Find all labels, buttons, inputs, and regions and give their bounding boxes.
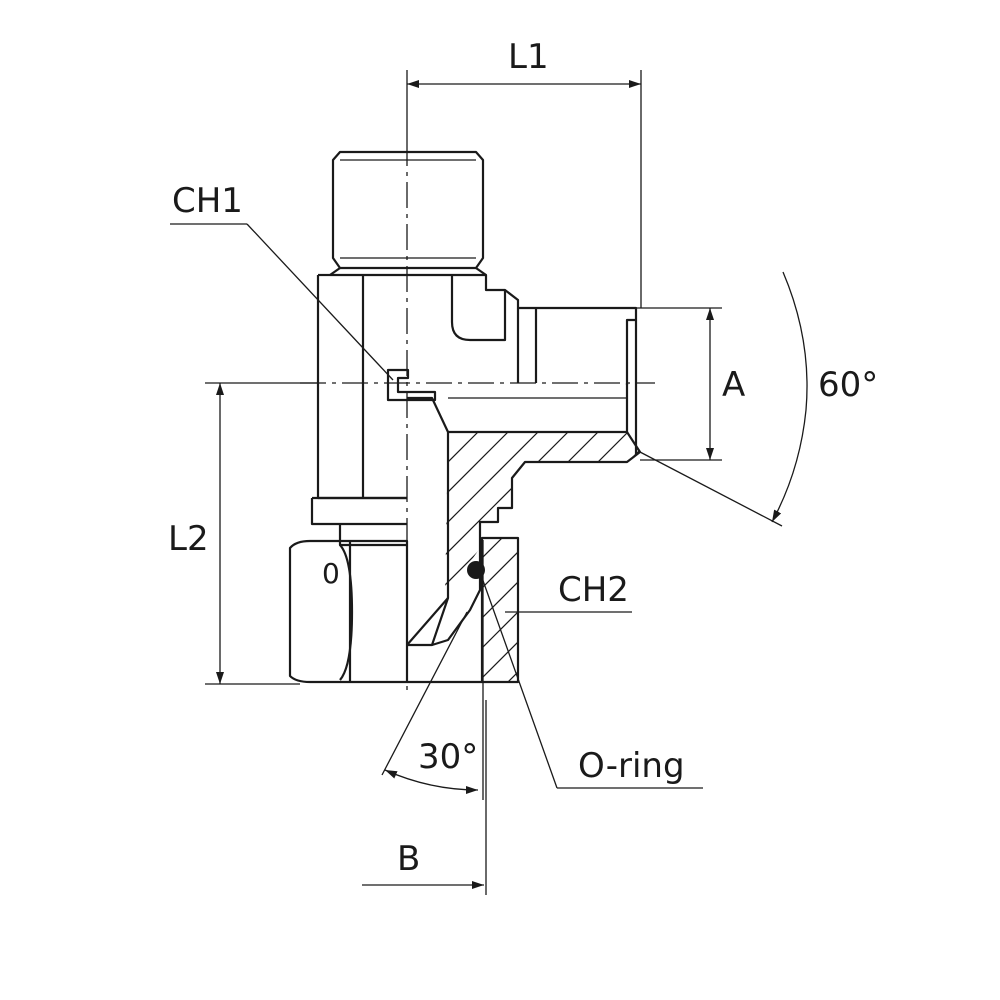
label-30-deg: 30° (418, 737, 478, 777)
label-o-ring: O-ring (578, 746, 685, 786)
dim-l2: L2 (168, 382, 318, 685)
o-ring-seal (467, 561, 485, 579)
label-60-deg: 60° (818, 365, 878, 405)
ch2-callout: CH2 (505, 570, 632, 613)
label-ch1: CH1 (172, 181, 243, 221)
angle-30: 30° (381, 540, 484, 800)
top-threaded-stud (329, 150, 487, 276)
angle-60: 60° (639, 271, 878, 527)
dim-a: A (636, 307, 745, 461)
swivel-hex-nut: 0 (288, 539, 482, 684)
sectioned-part (406, 383, 642, 684)
center-lines (300, 140, 655, 690)
label-l1: L1 (508, 37, 549, 77)
label-b: B (397, 839, 420, 879)
label-l2: L2 (168, 519, 209, 559)
ch1-callout: CH1 (170, 181, 394, 381)
o-ring-callout: O-ring (480, 574, 703, 789)
label-a: A (722, 365, 745, 405)
dim-l1: L1 (406, 37, 642, 308)
ch1-marker (386, 368, 437, 402)
nut-mark: 0 (322, 557, 340, 590)
dim-b: B (362, 700, 487, 895)
label-ch2: CH2 (558, 570, 629, 610)
fitting-body (310, 273, 638, 547)
